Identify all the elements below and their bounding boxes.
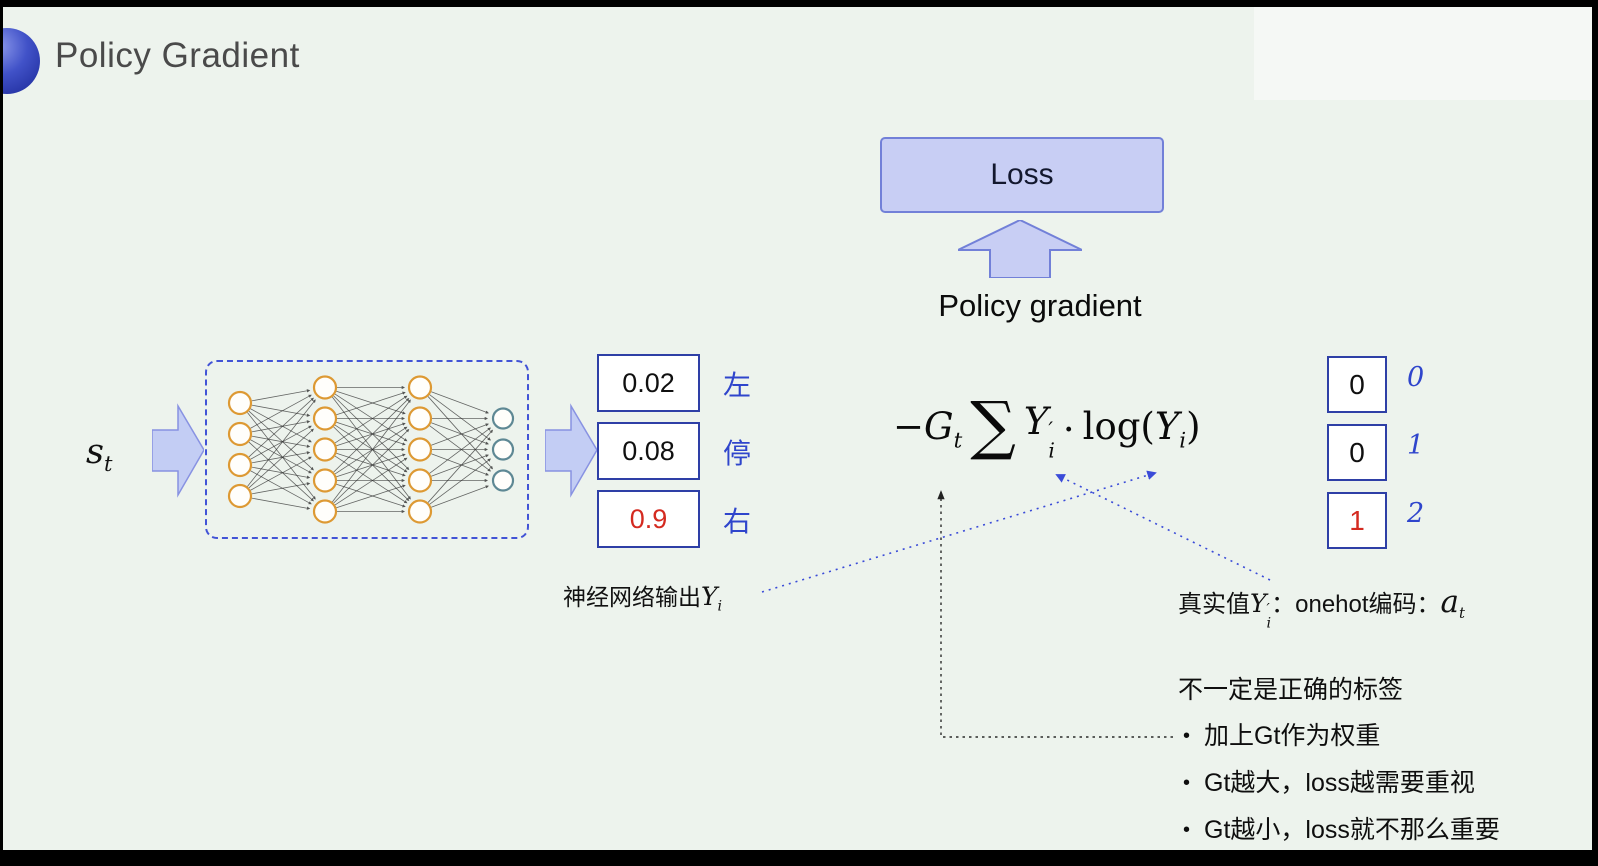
onehot-box-0: 0 — [1327, 356, 1387, 413]
bullet-icon: • — [1183, 725, 1191, 747]
onehot-box-2: 1 — [1327, 492, 1387, 549]
onehot-box-1: 0 — [1327, 424, 1387, 481]
nn-output-caption: 神经网络输出Yi — [563, 578, 722, 615]
action-label-right: 右 — [723, 506, 752, 537]
formula-g-sub: t — [953, 428, 963, 454]
onehot-value-2: 1 — [1349, 504, 1365, 536]
frame-bar-left — [0, 0, 3, 866]
top-right-highlight-region — [1254, 7, 1592, 100]
loss-label: Loss — [990, 158, 1054, 191]
bullet-icon: • — [1183, 819, 1191, 841]
frame-bar-right — [1592, 0, 1598, 866]
nn-output-value-1: 0.08 — [622, 435, 675, 466]
nn-output-value-2: 0.9 — [629, 503, 668, 534]
nn-output-caption-var: Y — [701, 582, 718, 611]
loss-formula: −Gt ∑ Y′i · log(Yi) — [893, 383, 1201, 475]
formula-y2: Y — [1154, 404, 1180, 448]
onehot-value-1: 0 — [1349, 436, 1365, 468]
formula-minus: − — [893, 404, 925, 448]
note-text-2: Gt越小，loss就不那么重要 — [1204, 816, 1500, 844]
input-arrow-icon — [152, 403, 204, 498]
arrow-nn-output-to-logY — [761, 470, 1157, 593]
formula-y1-sub: i — [1048, 437, 1055, 462]
frame-bar-top — [0, 0, 1598, 7]
formula-neg-gt: −Gt — [893, 405, 962, 453]
policy-gradient-caption: Policy gradient — [938, 288, 1142, 323]
frame-bar-bottom — [0, 850, 1598, 866]
note-text-0: 加上Gt作为权重 — [1204, 722, 1381, 750]
nn-output-value-0: 0.02 — [622, 367, 675, 398]
formula-sum-icon: ∑ — [970, 389, 1016, 463]
nn-output-box-0: 0.02 — [597, 354, 700, 412]
action-label-stop: 停 — [723, 438, 752, 469]
onehot-caption-prime: ′ — [1266, 601, 1270, 618]
formula-g: G — [924, 404, 954, 448]
note-text-1: Gt越大，loss越需要重视 — [1204, 769, 1475, 797]
nn-output-caption-sub: i — [717, 598, 723, 615]
onehot-caption-sub2: t — [1459, 603, 1465, 622]
loss-box: Loss — [880, 137, 1164, 213]
onehot-index-2: 2 — [1407, 498, 1425, 529]
state-var: s — [86, 432, 104, 472]
formula-log-open: log( — [1082, 404, 1155, 448]
state-label: st — [86, 432, 112, 476]
onehot-caption-mid: ：onehot编码： — [1271, 591, 1441, 618]
formula-dot: · — [1062, 407, 1075, 451]
bullet-icon: • — [1183, 772, 1191, 794]
up-block-arrow-icon — [958, 220, 1082, 278]
formula-y1: Y — [1023, 400, 1049, 444]
action-label-left: 左 — [723, 370, 752, 401]
neural-network-diagram — [205, 360, 529, 539]
state-sub: t — [103, 452, 113, 476]
notes-heading: 不一定是正确的标签 — [1178, 676, 1404, 704]
neural-network-canvas — [227, 375, 515, 524]
arrow-notes-to-Gt — [937, 490, 1173, 738]
nn-output-caption-text: 神经网络输出 — [563, 584, 701, 610]
title-sphere-icon — [0, 28, 40, 94]
formula-prime: ′ — [1048, 417, 1053, 442]
formula-log-term: log(Yi) — [1083, 405, 1201, 453]
nn-output-box-2: 0.9 — [597, 490, 700, 548]
onehot-value-0: 0 — [1349, 368, 1365, 400]
note-item-0: • 加上Gt作为权重 — [1183, 716, 1380, 752]
output-arrow-icon — [545, 403, 597, 498]
onehot-caption-sub: i — [1266, 616, 1272, 633]
onehot-caption-prefix: 真实值 — [1178, 591, 1250, 618]
note-item-2: • Gt越小，loss就不那么重要 — [1183, 810, 1500, 846]
arrow-onehot-to-Yprime — [1055, 474, 1271, 581]
note-item-1: • Gt越大，loss越需要重视 — [1183, 763, 1475, 799]
onehot-index-1: 1 — [1407, 430, 1425, 461]
nn-output-box-1: 0.08 — [597, 422, 700, 480]
formula-y-prime: Y′i — [1023, 400, 1055, 462]
formula-close-paren: ) — [1186, 404, 1201, 448]
onehot-caption-var2: a — [1440, 584, 1460, 620]
formula-y1-scripts: ′i — [1048, 417, 1055, 462]
page-title: Policy Gradient — [55, 36, 300, 75]
onehot-index-0: 0 — [1407, 362, 1425, 393]
onehot-caption-scripts: ′i — [1266, 601, 1272, 633]
onehot-caption: 真实值Y′i：onehot编码：at — [1178, 584, 1465, 633]
formula-y2-sub: i — [1179, 428, 1187, 454]
onehot-caption-var: Y — [1250, 589, 1267, 618]
